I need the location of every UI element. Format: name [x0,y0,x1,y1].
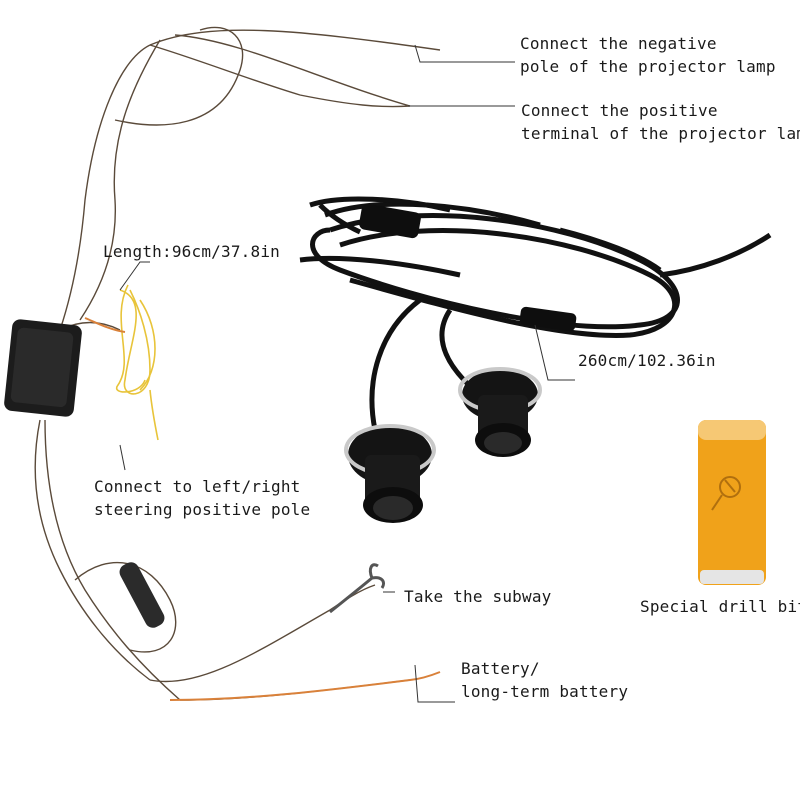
label-battery-line2: long-term battery [461,682,629,701]
label-steering-line2: steering positive pole [94,500,311,519]
label-battery: Battery/ long-term battery [461,657,628,703]
cable-connector [359,203,577,332]
label-negative-line1: Connect the negative [520,34,717,53]
label-negative-pole: Connect the negative pole of the project… [520,32,776,78]
label-cable-length: 260cm/102.36in [578,351,716,370]
label-drill-bit: Special drill bit [640,597,800,616]
label-subway: Take the subway [404,587,552,606]
fork-terminal [329,563,386,614]
label-negative-line2: pole of the projector lamp [520,57,776,76]
label-steering: Connect to left/right steering positive … [94,475,310,521]
label-positive-terminal: Connect the positive terminal of the pro… [521,99,800,145]
label-positive-line1: Connect the positive [521,101,718,120]
leader-lines [119,44,575,703]
projector-lamp-left [344,424,436,523]
control-module [4,319,82,417]
label-steering-line1: Connect to left/right [94,477,301,496]
orange-wire [84,317,441,701]
yellow-wire-coil [115,284,159,441]
inline-relay [119,562,165,628]
label-positive-line2: terminal of the projector lamp [521,124,800,143]
projector-lamp-right [458,367,542,457]
drill-bit-package [698,420,766,585]
lamp-leads [369,298,482,431]
drill-bit-icon [711,476,741,511]
cable-coil [299,196,772,338]
label-battery-line1: Battery/ [461,659,540,678]
label-length: Length:96cm/37.8in [103,242,280,261]
